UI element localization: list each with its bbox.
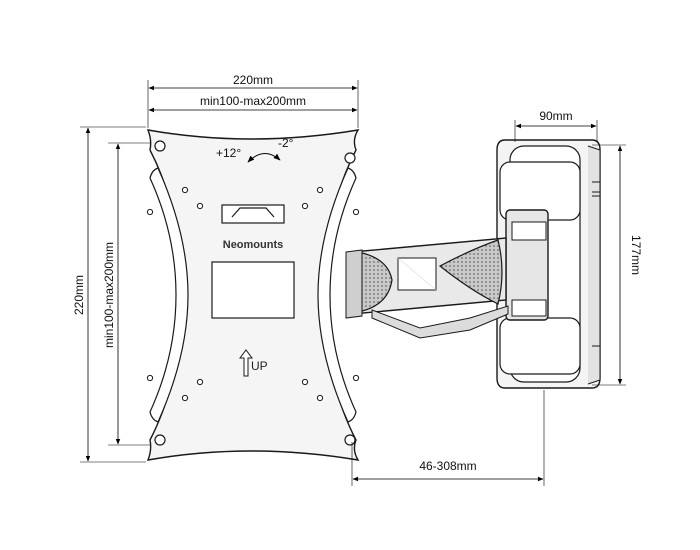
vesa-width-label: min100-max200mm [200,94,306,108]
plate-width-label: 220mm [233,73,273,87]
swing-arm [345,209,549,339]
tv-plate: +12° -2° Neomounts UP [146,129,360,461]
vesa-height-label: min100-max200mm [102,242,116,348]
tilt-arrow-icon [247,153,281,163]
arm-reach-label: 46-308mm [419,459,476,473]
up-label: UP [251,359,268,373]
plate-height-label: 220mm [72,275,86,315]
wall-plate-width-label: 90mm [539,109,572,123]
tilt-backward-label: -2° [278,136,294,150]
tilt-forward-label: +12° [216,146,241,160]
wall-plate-height-label: 177mm [629,235,643,275]
brand-logo: Neomounts [223,239,284,251]
up-arrow-icon [239,349,253,377]
